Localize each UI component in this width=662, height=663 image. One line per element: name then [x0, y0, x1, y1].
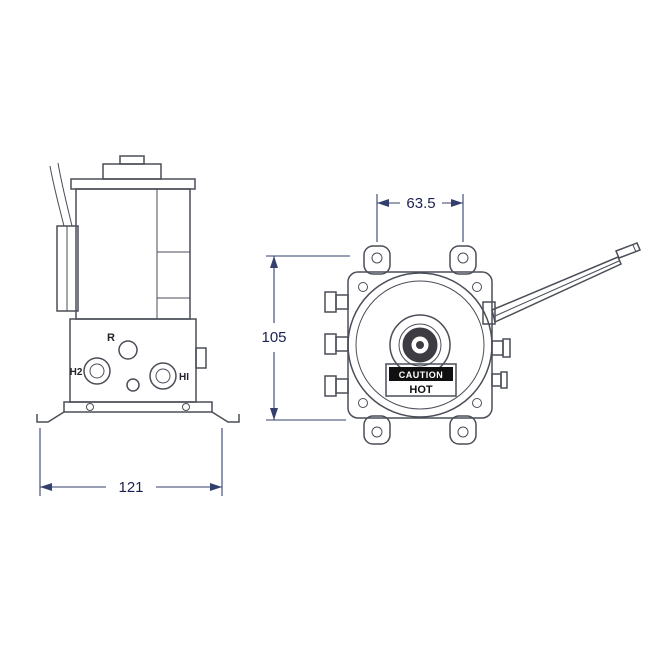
spindle-center: [416, 341, 424, 349]
dimension-value-105: 105: [261, 329, 286, 346]
caution-label-band: [389, 367, 453, 381]
small-port: [126, 378, 140, 392]
mounting-tab-top-right: [449, 245, 477, 275]
arrowhead-left-icon: [40, 483, 52, 491]
side-view: R H2 HI: [36, 155, 240, 423]
dimension-value-121: 121: [118, 479, 143, 496]
side-fitting-tab: [195, 347, 207, 369]
dimension-front-height: 105: [261, 255, 350, 421]
port-h2-inner: [89, 363, 105, 379]
base-bolt-hole: [86, 403, 94, 411]
wire-line: [57, 162, 73, 227]
port-label-h1: HI: [179, 372, 189, 383]
base-bolt-hole: [182, 403, 190, 411]
body-panel: [156, 251, 191, 299]
lever-tip-slot: [632, 244, 637, 253]
right-fitting-cap: [500, 371, 508, 389]
dimension-value-63-5: 63.5: [406, 195, 435, 212]
base-bracket-right: [211, 411, 240, 423]
mounting-tab-bottom-right: [449, 415, 477, 445]
left-fitting-nut: [324, 375, 337, 397]
mounting-tab-bottom-left: [363, 415, 391, 445]
right-fitting-neck: [491, 373, 502, 387]
arrowhead-up-icon: [270, 256, 278, 268]
caution-label: [385, 363, 457, 397]
cap-nub: [119, 155, 145, 165]
right-fitting-neck: [491, 340, 504, 356]
left-fitting-neck: [335, 378, 349, 394]
lever-tip: [615, 242, 641, 259]
port-label-h2: H2: [70, 367, 83, 378]
mounting-hole: [457, 252, 469, 264]
mounting-hole: [371, 426, 383, 438]
corner-screw: [472, 398, 482, 408]
top-cap: [102, 163, 162, 180]
left-fitting-nut: [324, 333, 337, 355]
lever-handle-line: [494, 260, 620, 317]
mounting-tab-top-left: [363, 245, 391, 275]
flange-circle-inner: [355, 280, 485, 410]
caution-text: CAUTION: [399, 370, 444, 380]
left-fitting-nut: [324, 291, 337, 313]
spindle-ring: [402, 327, 438, 363]
hot-text: HOT: [409, 384, 433, 396]
dimensions: 121 63.5 105: [39, 194, 464, 496]
top-plate: [70, 178, 196, 190]
port-r-plug: [118, 340, 138, 360]
corner-screw: [358, 398, 368, 408]
front-view: CAUTION HOT: [324, 242, 641, 445]
wire-line: [49, 165, 65, 227]
arrowhead-right-icon: [210, 483, 222, 491]
dimension-side-width: 121: [39, 428, 223, 496]
corner-screw: [472, 282, 482, 292]
right-fitting-cap: [502, 338, 511, 358]
arrowhead-down-icon: [270, 408, 278, 420]
port-label-r: R: [107, 332, 115, 344]
mounting-hole: [457, 426, 469, 438]
port-h1-outer: [149, 362, 177, 390]
port-h1-inner: [155, 368, 171, 384]
mounting-hole: [371, 252, 383, 264]
arrowhead-left-icon: [377, 199, 389, 207]
dimension-front-width: 63.5: [376, 194, 464, 242]
boss-circle-inner: [398, 323, 442, 367]
left-fitting-neck: [335, 294, 349, 310]
port-h2-outer: [83, 357, 111, 385]
arrowhead-right-icon: [451, 199, 463, 207]
left-fitting-neck: [335, 336, 349, 352]
actuator-body: [75, 188, 191, 320]
lever-handle: [491, 256, 622, 324]
base-bracket-left: [36, 411, 65, 423]
base-plate: [63, 401, 213, 413]
corner-screw: [358, 282, 368, 292]
